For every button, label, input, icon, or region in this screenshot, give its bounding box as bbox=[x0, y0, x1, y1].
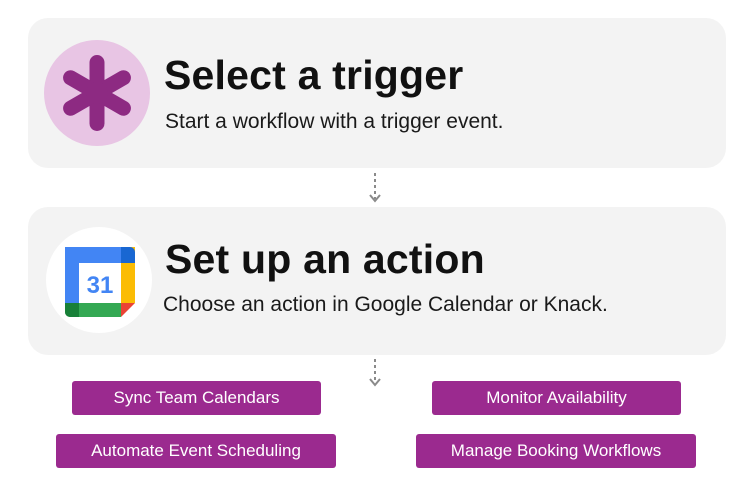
tag-sync-team-calendars[interactable]: Sync Team Calendars bbox=[72, 381, 321, 415]
connector-arrow-icon bbox=[369, 173, 381, 203]
tag-automate-event-scheduling[interactable]: Automate Event Scheduling bbox=[56, 434, 336, 468]
action-step-card[interactable]: 31 Set up an action Choose an action in … bbox=[28, 207, 726, 355]
trigger-title: Select a trigger bbox=[164, 52, 464, 98]
google-calendar-icon: 31 bbox=[65, 247, 135, 317]
trigger-icon-badge bbox=[44, 40, 150, 146]
tag-monitor-availability[interactable]: Monitor Availability bbox=[432, 381, 681, 415]
connector-arrow-icon bbox=[369, 359, 381, 387]
trigger-subtitle: Start a workflow with a trigger event. bbox=[165, 110, 504, 133]
calendar-date-number: 31 bbox=[87, 272, 114, 299]
action-title: Set up an action bbox=[165, 236, 485, 282]
tag-manage-booking-workflows[interactable]: Manage Booking Workflows bbox=[416, 434, 696, 468]
action-icon-badge: 31 bbox=[46, 227, 152, 333]
asterisk-icon bbox=[63, 55, 131, 131]
trigger-step-card[interactable]: Select a trigger Start a workflow with a… bbox=[28, 18, 726, 168]
action-subtitle: Choose an action in Google Calendar or K… bbox=[163, 293, 608, 316]
